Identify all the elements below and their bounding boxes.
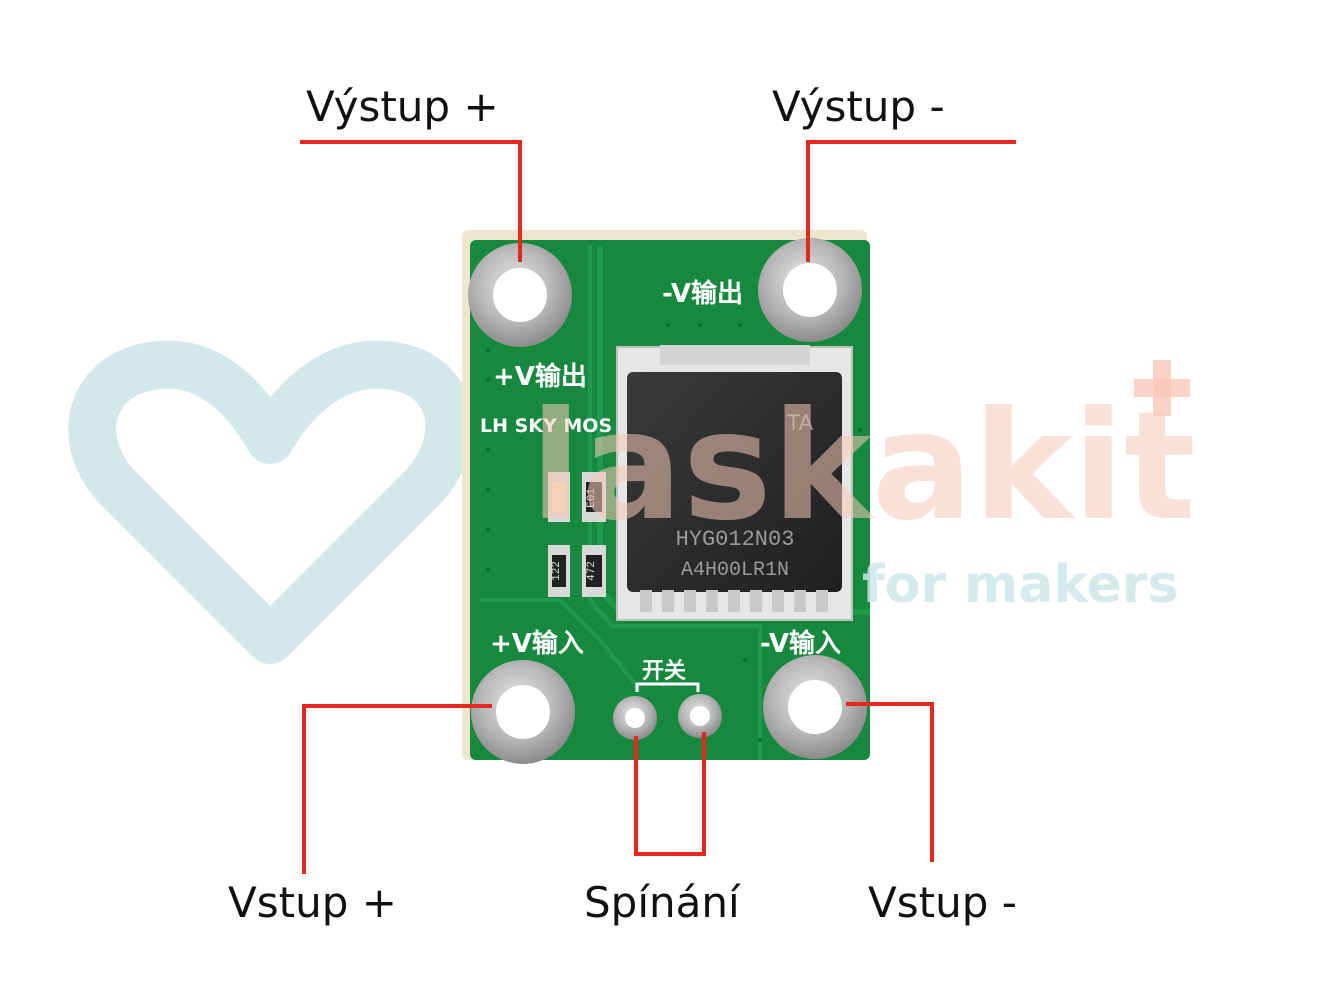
resistor-2-code: 472 xyxy=(586,561,598,581)
trace-3 xyxy=(480,598,642,692)
leader-output-plus xyxy=(300,140,522,262)
via-dots xyxy=(486,323,862,742)
silk-input-minus: -V输入 xyxy=(760,628,841,659)
mosfet-marking-line2: A4H00LR1N xyxy=(681,559,789,582)
silk-input-plus: +V输入 xyxy=(490,628,584,659)
pad-output-plus xyxy=(468,243,572,347)
mosfet-pins xyxy=(640,590,828,612)
smd-led xyxy=(548,472,570,522)
watermark-brand: laskakit xyxy=(530,380,1196,554)
silk-switch: 开关 xyxy=(642,659,686,684)
smd-resistor-1: 122 xyxy=(548,545,570,597)
watermark-heart-logo xyxy=(68,340,474,664)
pad-switch-1 xyxy=(613,696,657,740)
pad-input-plus xyxy=(471,660,575,764)
silk-output-minus: -V输出 xyxy=(662,278,743,309)
leader-input-minus xyxy=(846,702,934,862)
watermark-plus-icon xyxy=(1134,360,1190,416)
watermark: laskakit for makers xyxy=(530,360,1196,615)
smd-capacitor: E01 xyxy=(582,472,606,522)
silk-brand: LH SKY MOS xyxy=(480,415,612,437)
leader-switch xyxy=(634,732,706,856)
pad-output-minus xyxy=(758,238,862,342)
leader-output-minus xyxy=(806,140,1016,262)
pad-input-minus xyxy=(763,655,867,759)
mosfet-marking-line1: HYG012N03 xyxy=(676,527,795,552)
label-switch: Spínání xyxy=(584,878,740,927)
label-output-plus: Výstup + xyxy=(306,82,499,131)
mosfet-chip: TA HYG012N03 A4H00LR1N xyxy=(616,345,853,621)
mosfet-logo-text: TA xyxy=(787,410,814,435)
silk-output-plus: +V输出 xyxy=(493,361,587,392)
label-input-plus: Vstup + xyxy=(228,878,397,927)
led-code: E01 xyxy=(586,488,598,508)
silkscreen: -V输出 +V输出 LH SKY MOS +V输入 -V输入 开关 xyxy=(480,278,841,684)
leader-input-plus xyxy=(302,704,492,874)
resistor-1-code: 122 xyxy=(551,561,563,581)
smd-resistor-2: 472 xyxy=(582,545,606,597)
leader-lines xyxy=(300,140,1016,874)
silk-switch-bracket xyxy=(635,682,700,692)
label-input-minus: Vstup - xyxy=(868,878,1017,927)
watermark-tagline: for makers xyxy=(862,555,1178,615)
label-output-minus: Výstup - xyxy=(772,82,945,131)
pad-switch-2 xyxy=(678,694,722,738)
